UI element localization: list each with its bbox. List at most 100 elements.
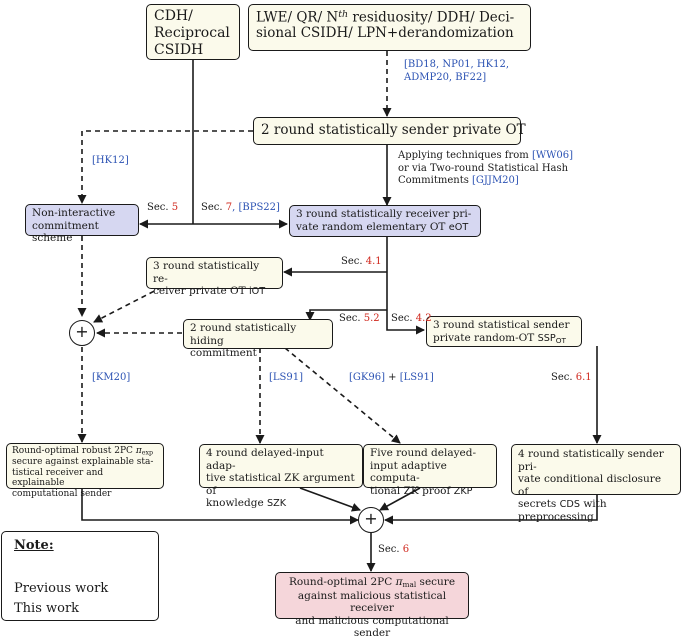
node-szk-line-2: tive statistical ZK argument of [206, 472, 355, 497]
node-lwe-text-b: residuosity/ DDH/ Deci- [348, 9, 515, 26]
node-zkp-line-1: Five round delayed- [370, 447, 477, 459]
edge-to-ssp [386, 310, 425, 335]
node-sender-private-ssp: 3 round statistical sender private rando… [426, 316, 582, 347]
label-sec-4-2: Sec. 4.2 [391, 313, 432, 326]
node-robust-line-1: Round-optimal robust 2PC [12, 446, 136, 456]
node-final-2pc: Round-optimal 2PC πmal secure against ma… [275, 572, 469, 639]
node-final-line-2: against malicious statistical receiver [297, 589, 447, 615]
edge-robust-plus [81, 488, 359, 525]
node-computational-zk-zkp: Five round delayed- input adaptive compu… [363, 444, 497, 497]
node-cdh-line-3: CSIDH [154, 41, 204, 58]
node-final-line-1b: secure [416, 576, 456, 588]
node-cds-symbol: CDS [559, 499, 580, 511]
node-cds-line-2: vate conditional disclosure of [518, 473, 662, 498]
label-sec61-number: 6.1 [575, 372, 592, 383]
node-eot-symbol: eOT [448, 221, 469, 233]
node-noninteractive-commitment: Non-interactive commitment scheme [25, 204, 139, 244]
legend-title: Note: [14, 538, 54, 553]
label-km20: [KM20] [92, 372, 131, 383]
node-final-line-3: and malicious computational sender [295, 614, 449, 640]
label-gk96: [GK96] [349, 372, 385, 383]
label-sec41-prefix: Sec. [341, 256, 366, 267]
node-final-subscript: mal [402, 579, 417, 589]
node-cdh-line-1: CDH/ [154, 8, 193, 24]
node-nicom-line-1: Non-interactive [32, 207, 116, 219]
node-zkp-line-3: tional ZK proof [370, 484, 454, 497]
edge-to-hiding [305, 309, 387, 321]
edge-hiding-zkp [284, 347, 401, 444]
label-gk96-plus: + [385, 372, 400, 383]
node-eot-line-2: vate random elementary OT [296, 220, 449, 233]
node-ssp-line-2: private random-OT [433, 331, 538, 344]
node-sender-private-ot: 2 round statistically sender private OT [253, 117, 526, 145]
label-sec-6-1: Sec. 6.1 [551, 372, 592, 385]
label-sec-4-1: Sec. 4.1 [341, 256, 382, 269]
label-gk96-ls91: [GK96] + [LS91] [349, 372, 434, 385]
node-lwe-line-2: sional CSIDH/ LPN+derandomization [256, 25, 514, 42]
node-nicom-line-2: commitment scheme [32, 219, 99, 245]
label-sec41-number: 4.1 [365, 256, 382, 267]
node-iot-line-2: ceiver private OT [153, 285, 249, 298]
node-zkp-symbol: ZKP [453, 485, 473, 497]
node-final-pi: π [395, 576, 403, 588]
label-sec5-number: 5 [171, 202, 179, 213]
node-cds-preprocessing: 4 round statistically sender pri- vate c… [511, 444, 681, 523]
label-sec52-prefix: Sec. [339, 313, 364, 324]
legend-box: Note: Previous work This work [1, 531, 159, 621]
node-ssp-symbol: SSP [537, 332, 556, 344]
label-sec-7: Sec. 7, [BPS22] [201, 202, 280, 215]
node-receiver-private-iot: 3 round statistically re- ceiver private… [146, 257, 283, 297]
node-sender-ot-label: 2 round statistically sender private OT [261, 122, 526, 138]
edge-zkp-plus [379, 487, 421, 511]
node-cdh-line-2: Reciprocal [154, 24, 230, 41]
node-cdh-reciprocal-csidh: CDH/ Reciprocal CSIDH [146, 4, 240, 60]
label-bd18-line-1: [BD18, NP01, HK12, [404, 59, 510, 70]
label-ww06: [WW06] [531, 150, 574, 161]
node-eot-line-1: 3 round statistically receiver pri- [296, 208, 472, 220]
node-robust-subscript: exp [141, 449, 154, 457]
node-statistical-zk-szk: 4 round delayed-input adap- tive statist… [199, 444, 363, 509]
node-hiding-line-2: commitment [190, 347, 257, 360]
node-robust-2pc: Round-optimal robust 2PC πexp secure aga… [6, 443, 164, 499]
legend-previous-work: Previous work [14, 581, 109, 596]
node-cds-line-3: secrets [518, 498, 560, 511]
node-receiver-private-eot: 3 round statistically receiver pri- vate… [289, 205, 481, 237]
label-ls91: [LS91] [269, 372, 304, 383]
label-sec-6: Sec. 6 [378, 544, 409, 557]
label-sec42-prefix: Sec. [391, 313, 416, 324]
node-hiding-line-1: 2 round statistically hiding [190, 322, 297, 347]
node-lwe-superscript: th [338, 9, 349, 20]
node-cds-line-1: 4 round statistically sender pri- [518, 448, 664, 473]
node-szk-symbol: SZK [267, 498, 287, 510]
node-szk-line-1: 4 round delayed-input adap- [206, 447, 324, 472]
edge-cds-plus [384, 495, 598, 525]
label-applying-line-2: or via Two-round Statistical Hash [398, 162, 569, 174]
label-sec7-number: 7 [225, 202, 233, 213]
label-sec-5-2: Sec. 5.2 [339, 313, 380, 326]
edge-szk-plus [299, 487, 361, 512]
node-robust-line-4: computational sender [12, 488, 112, 499]
label-gjjm20: [GJJM20] [472, 175, 519, 186]
label-applying-line-3: Commitments [398, 175, 473, 186]
label-sec42-number: 4.2 [415, 313, 432, 324]
node-robust-line-2: secure against explainable sta- [12, 456, 154, 467]
label-applying-text: Applying techniques from [398, 150, 532, 161]
node-lwe-text-a: LWE/ QR/ N [256, 9, 339, 26]
node-ssp-subscript: OT [555, 335, 566, 345]
legend-this-work: This work [14, 601, 80, 616]
node-ssp-line-1: 3 round statistical sender [433, 319, 570, 331]
plus-junction-final: + [358, 507, 384, 533]
node-iot-symbol: iOT [248, 286, 266, 298]
label-sec61-prefix: Sec. [551, 372, 576, 383]
node-final-line-1: Round-optimal 2PC [288, 576, 396, 588]
label-sec-5: Sec. 5 [147, 202, 178, 215]
label-sec52-number: 5.2 [363, 313, 380, 324]
node-robust-pi: π [135, 446, 142, 456]
label-sec6-number: 6 [402, 544, 410, 555]
label-bd18-line-2: ADMP20, BF22] [404, 71, 487, 83]
label-bps22: , [BPS22] [232, 202, 280, 213]
label-sec5-prefix: Sec. [147, 202, 172, 213]
label-sec6-prefix: Sec. [378, 544, 403, 555]
label-ls91-b: [LS91] [399, 372, 434, 383]
edge-senderot-nicom [77, 130, 253, 204]
